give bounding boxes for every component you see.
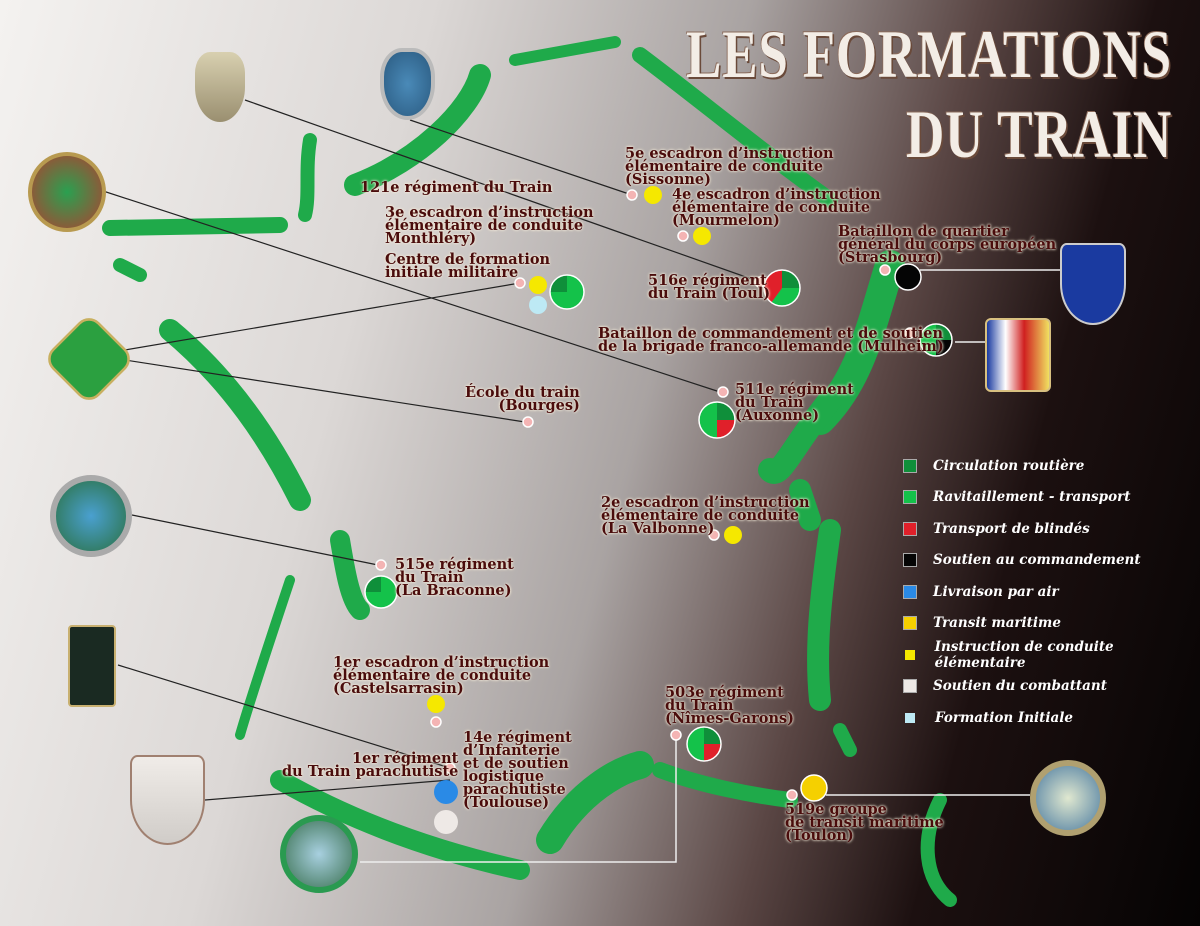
legend-swatch: [903, 521, 917, 536]
pie-outline: [800, 774, 828, 802]
legend-item: Instruction de conduite élémentaire: [903, 639, 1200, 671]
pie-slice-circulation: [365, 576, 381, 592]
insignia-511rt: [28, 152, 106, 232]
label-14ri: 14e régiment d’Infanterie et de soutien …: [463, 729, 572, 811]
legend-swatch: [905, 649, 915, 660]
label-ecole: École du train (Bourges): [465, 384, 580, 414]
pie-slice-circulation: [704, 727, 721, 744]
legend-swatch: [903, 553, 917, 568]
label-1rtp: 1er régiment du Train parachutiste: [282, 750, 459, 780]
pie-slice-ravitaillement: [687, 727, 704, 761]
insignia-516rt: [380, 48, 435, 120]
pie-511rt: [698, 401, 736, 439]
pie-slice-circulation: [936, 324, 952, 340]
title-line-2: DU TRAIN: [905, 96, 1172, 172]
pie-slice-blindes: [763, 270, 782, 303]
legend-label: Formation Initiale: [935, 709, 1073, 726]
insignia-515rt: [50, 475, 132, 557]
title-line-1: LES FORMATIONS: [686, 16, 1172, 92]
legend-label: Transport de blindés: [933, 520, 1090, 537]
legend-item: Transport de blindés: [903, 513, 1200, 545]
label-cfim: Centre de formation initiale militaire: [385, 251, 551, 281]
pie-slice-ravitaillement: [699, 402, 717, 438]
pie-515rt: [364, 575, 398, 609]
insignia-14ri: [130, 755, 205, 845]
pie-slice-commandement: [936, 340, 952, 356]
label-2eiec: 2e escadron d’instruction élémentaire de…: [601, 494, 810, 537]
pie-bqg: [894, 263, 922, 291]
legend-swatch: [903, 458, 917, 473]
pie-outline: [686, 726, 722, 762]
legend-label: Transit maritime: [933, 615, 1061, 632]
label-1eiec: 1er escadron d’instruction élémentaire d…: [333, 654, 550, 697]
label-503rt: 503e régiment du Train (Nîmes-Garons): [665, 684, 795, 727]
pie-slice-circulation: [717, 402, 735, 420]
pie-slice-ravitaillement: [920, 324, 936, 356]
label-bcs: Bataillon de commandement et de soutien …: [598, 325, 944, 355]
legend-label: Ravitaillement - transport: [933, 489, 1131, 506]
label-4eiec: 4e escadron d’instruction élémentaire de…: [672, 186, 881, 229]
pie-outline: [364, 575, 398, 609]
leader-lines-light: [360, 269, 1060, 863]
legend-swatch: [903, 616, 917, 631]
legend-label: Instruction de conduite élémentaire: [934, 638, 1114, 671]
legend-item: Soutien du combattant: [903, 671, 1200, 703]
pie-slice-blindes: [704, 744, 721, 761]
location-dots: [375, 189, 916, 801]
label-511rt: 511e régiment du Train (Auxonne): [735, 381, 854, 424]
label-515rt: 515e régiment du Train (La Braconne): [395, 556, 514, 599]
pie-slice-blindes: [717, 420, 735, 438]
insignia-121rt: [195, 52, 245, 122]
legend-swatch: [903, 490, 917, 505]
legend-label: Livraison par air: [933, 583, 1059, 600]
pie-519gtm: [800, 774, 828, 802]
insignia-bqg: [1060, 243, 1126, 325]
insignia-503rt: [280, 815, 358, 893]
legend-item: Ravitaillement - transport: [903, 482, 1200, 514]
pie-slice-maritime: [801, 775, 827, 801]
pie-outline: [894, 263, 922, 291]
legend-item: Soutien au commandement: [903, 545, 1200, 577]
label-121rt: 121e régiment du Train: [360, 179, 553, 196]
pie-cfim: [549, 274, 585, 310]
pie-slice-commandement: [895, 264, 921, 290]
insignia-519gtm: [1030, 760, 1106, 836]
legend-label: Soutien du combattant: [933, 678, 1107, 695]
insignia-bcs: [985, 318, 1051, 392]
legend-item: Transit maritime: [903, 608, 1200, 640]
insignia-1rtp: [68, 625, 116, 707]
pie-503rt: [686, 726, 722, 762]
leader-lines: [99, 99, 761, 801]
label-bqg: Bataillon de quartier général du corps e…: [838, 223, 1057, 266]
pie-outline: [549, 274, 585, 310]
legend-label: Circulation routière: [933, 457, 1085, 474]
label-3eiec: 3e escadron d’instruction élémentaire de…: [385, 204, 594, 247]
legend-item: Formation Initiale: [903, 702, 1200, 734]
legend-item: Livraison par air: [903, 576, 1200, 608]
pie-516rt: [763, 269, 801, 307]
pie-outline: [919, 323, 953, 357]
label-5eiec: 5e escadron d’instruction élémentaire de…: [625, 145, 834, 188]
category-dots: [427, 186, 742, 834]
pie-slice-circulation: [782, 270, 800, 288]
pie-slice-circulation: [550, 275, 567, 292]
legend-swatch: [905, 712, 915, 723]
legend-label: Soutien au commandement: [933, 552, 1141, 569]
label-516rt: 516e régiment du Train (Toul): [648, 272, 771, 302]
pie-outline: [698, 401, 736, 439]
pie-bcs: [919, 323, 953, 357]
pie-outline: [763, 269, 801, 307]
label-519gtm: 519e groupe de transit maritime (Toulon): [785, 801, 944, 844]
legend-item: Circulation routière: [903, 450, 1200, 482]
legend-swatch: [903, 679, 917, 694]
legend-swatch: [903, 584, 917, 599]
